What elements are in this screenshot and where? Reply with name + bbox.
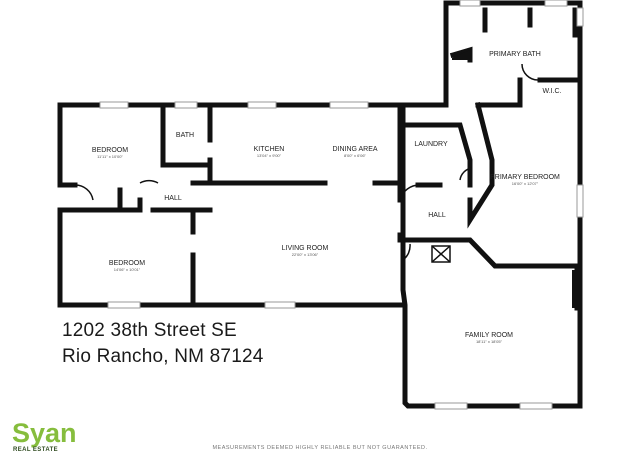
- logo-subtitle: REAL ESTATE: [13, 447, 59, 453]
- room-label-wic: W.I.C.: [542, 88, 561, 95]
- column-mark: [572, 270, 580, 308]
- room-label-primary-bedroom: PRIMARY BEDROOM: [490, 174, 560, 181]
- room-label-primary-bath: PRIMARY BATH: [489, 51, 541, 58]
- address-line-2: Rio Rancho, NM 87124: [62, 346, 264, 367]
- room-label-dining-area: DINING AREA: [332, 146, 377, 153]
- room-dims-primary-bedroom: 16'00" x 12'07": [512, 181, 539, 186]
- room-label-bath: BATH: [176, 132, 194, 139]
- room-label-hall-2: HALL: [428, 212, 446, 219]
- fireplace-icon: [431, 245, 451, 263]
- disclaimer-text: MEASUREMENTS DEEMED HIGHLY RELIABLE BUT …: [212, 445, 428, 451]
- chimney-mark: [452, 50, 470, 60]
- room-dims-bedroom-1: 11'11" x 10'00": [97, 154, 123, 159]
- room-dims-bedroom-2: 14'06" x 10'01": [114, 267, 141, 272]
- room-label-hall-1: HALL: [164, 195, 182, 202]
- room-label-bedroom-1: BEDROOM: [92, 147, 128, 154]
- room-label-laundry: LAUNDRY: [414, 141, 448, 148]
- room-dims-dining-area: 8'00" x 6'06": [344, 153, 367, 158]
- windows: [99, 0, 584, 410]
- room-label-family-room: FAMILY ROOM: [465, 332, 513, 339]
- door-swings: [74, 63, 539, 263]
- room-dims-living-room: 22'00" x 13'06": [292, 252, 319, 257]
- room-label-living-room: LIVING ROOM: [282, 245, 329, 252]
- address-line-1: 1202 38th Street SE: [62, 320, 237, 341]
- room-dims-family-room: 18'11" x 18'05": [476, 339, 503, 344]
- logo-word: Syan: [12, 418, 77, 448]
- room-dims-kitchen: 13'04" x 9'00": [257, 153, 282, 158]
- room-label-kitchen: KITCHEN: [254, 146, 285, 153]
- interior-walls: [117, 7, 583, 311]
- room-label-bedroom-2: BEDROOM: [109, 260, 145, 267]
- brand-logo: Syan REAL ESTATE: [12, 418, 77, 454]
